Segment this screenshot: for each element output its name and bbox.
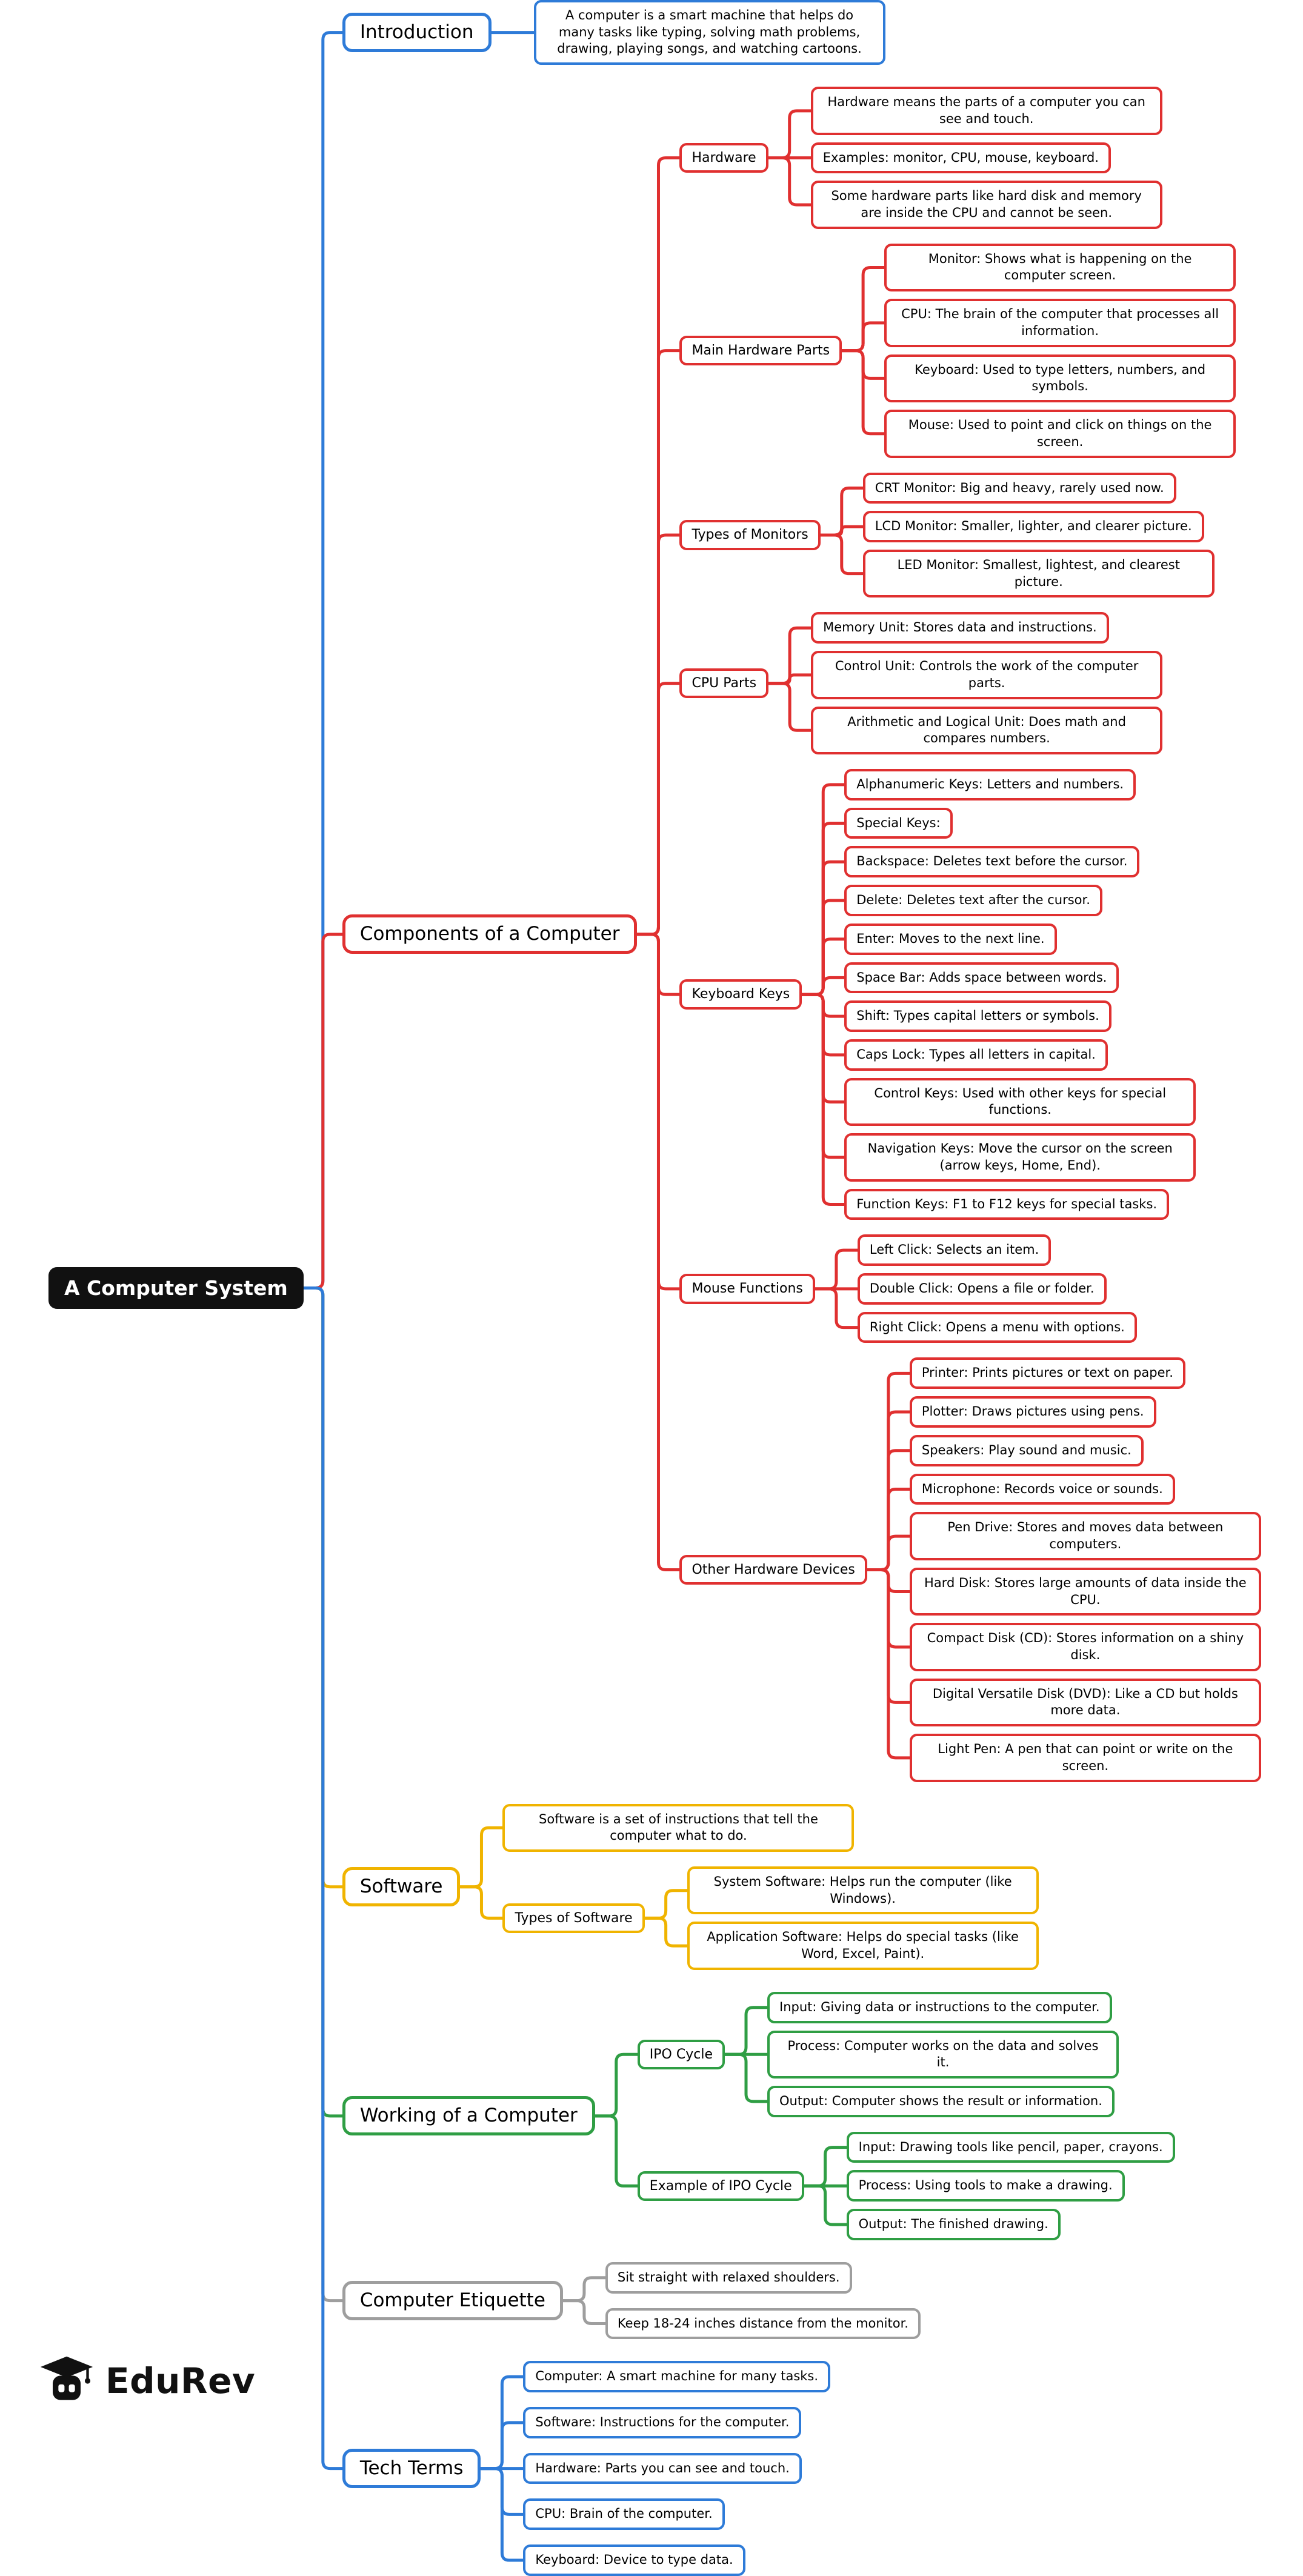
leaf-node: LCD Monitor: Smaller, lighter, and clear… [863,511,1204,542]
leaf-node: Input: Drawing tools like pencil, paper,… [847,2132,1175,2163]
subtopic-hardware: Hardware [679,143,768,173]
leaf-node: Compact Disk (CD): Stores information on… [910,1623,1261,1671]
leaf-node: Control Keys: Used with other keys for s… [844,1078,1196,1126]
leaf-node: Right Click: Opens a menu with options. [858,1312,1137,1343]
leaf-node: Memory Unit: Stores data and instruction… [811,612,1109,644]
leaf-node: Shift: Types capital letters or symbols. [844,1000,1111,1032]
subtopic-main-hardware-parts: Main Hardware Parts [679,336,842,366]
leaf-node: Left Click: Selects an item. [858,1234,1051,1266]
leaf-node: Process: Computer works on the data and … [767,2031,1119,2078]
leaf-node: Software: Instructions for the computer. [523,2407,801,2438]
leaf-node: Software is a set of instructions that t… [502,1804,854,1852]
leaf-node: Caps Lock: Types all letters in capital. [844,1039,1108,1071]
subtopic-types-of-software: Types of Software [502,1903,644,1934]
leaf-node: Sit straight with relaxed shoulders. [605,2262,852,2294]
subtopic-ipo-cycle: IPO Cycle [638,2040,725,2070]
leaf-node: Navigation Keys: Move the cursor on the … [844,1133,1196,1181]
leaf-node: Function Keys: F1 to F12 keys for specia… [844,1189,1169,1220]
leaf-node: Digital Versatile Disk (DVD): Like a CD … [910,1679,1261,1726]
root-node: A Computer System [48,1267,304,1309]
edurev-logo: EduRev [39,2353,255,2409]
leaf-node: Arithmetic and Logical Unit: Does math a… [811,707,1162,754]
leaf-node: Pen Drive: Stores and moves data between… [910,1512,1261,1560]
leaf-node: Space Bar: Adds space between words. [844,962,1119,994]
leaf-node: Application Software: Helps do special t… [687,1922,1039,1969]
leaf-node: CPU: Brain of the computer. [523,2498,724,2530]
leaf-node: Control Unit: Controls the work of the c… [811,651,1162,699]
leaf-node: CRT Monitor: Big and heavy, rarely used … [863,473,1176,504]
subtopic-types-of-monitors: Types of Monitors [679,520,820,550]
leaf-node: CPU: The brain of the computer that proc… [884,299,1236,347]
leaf-node: System Software: Helps run the computer … [687,1866,1039,1914]
branch-tech-terms: Tech Terms [342,2449,481,2488]
leaf-node: Keyboard: Used to type letters, numbers,… [884,354,1236,402]
subtopic-cpu-parts: CPU Parts [679,668,768,699]
branch-components-of-a-computer: Components of a Computer [342,914,638,954]
leaf-node: Enter: Moves to the next line. [844,924,1056,955]
leaf-node: Computer: A smart machine for many tasks… [523,2361,830,2392]
leaf-node: Keyboard: Device to type data. [523,2544,745,2576]
leaf-node: Input: Giving data or instructions to th… [767,1992,1112,2023]
graduation-cap-icon [39,2353,95,2409]
leaf-node: Keep 18-24 inches distance from the moni… [605,2308,921,2340]
leaf-node: Output: Computer shows the result or inf… [767,2086,1115,2117]
leaf-node: A computer is a smart machine that helps… [534,0,885,65]
leaf-node: Printer: Prints pictures or text on pape… [910,1357,1185,1389]
leaf-node: Light Pen: A pen that can point or write… [910,1734,1261,1782]
subtopic-mouse-functions: Mouse Functions [679,1274,815,1304]
leaf-node: Hardware means the parts of a computer y… [811,87,1162,135]
leaf-node: Mouse: Used to point and click on things… [884,410,1236,458]
leaf-node: Backspace: Deletes text before the curso… [844,846,1139,877]
leaf-node: Hardware: Parts you can see and touch. [523,2453,801,2484]
subtopic-other-hardware-devices: Other Hardware Devices [679,1555,867,1585]
branch-working-of-a-computer: Working of a Computer [342,2096,595,2135]
subtopic-keyboard-keys: Keyboard Keys [679,979,802,1010]
leaf-node: Examples: monitor, CPU, mouse, keyboard. [811,142,1111,174]
branch-software: Software [342,1867,461,1906]
subtopic-example-of-ipo-cycle: Example of IPO Cycle [638,2171,804,2202]
branch-introduction: Introduction [342,13,492,52]
edurev-logo-text: EduRev [105,2360,255,2401]
leaf-node: Special Keys: [844,808,952,839]
leaf-node: Process: Using tools to make a drawing. [847,2170,1125,2202]
leaf-node: Some hardware parts like hard disk and m… [811,181,1162,228]
leaf-node: Plotter: Draws pictures using pens. [910,1396,1156,1428]
leaf-node: Hard Disk: Stores large amounts of data … [910,1568,1261,1616]
branch-computer-etiquette: Computer Etiquette [342,2281,563,2320]
leaf-node: Microphone: Records voice or sounds. [910,1474,1175,1505]
leaf-node: Double Click: Opens a file or folder. [858,1273,1107,1305]
leaf-node: Alphanumeric Keys: Letters and numbers. [844,769,1136,800]
leaf-node: Speakers: Play sound and music. [910,1435,1144,1466]
leaf-node: Monitor: Shows what is happening on the … [884,244,1236,291]
leaf-node: LED Monitor: Smallest, lightest, and cle… [863,550,1215,597]
leaf-node: Delete: Deletes text after the cursor. [844,885,1102,916]
leaf-node: Output: The finished drawing. [847,2209,1061,2240]
